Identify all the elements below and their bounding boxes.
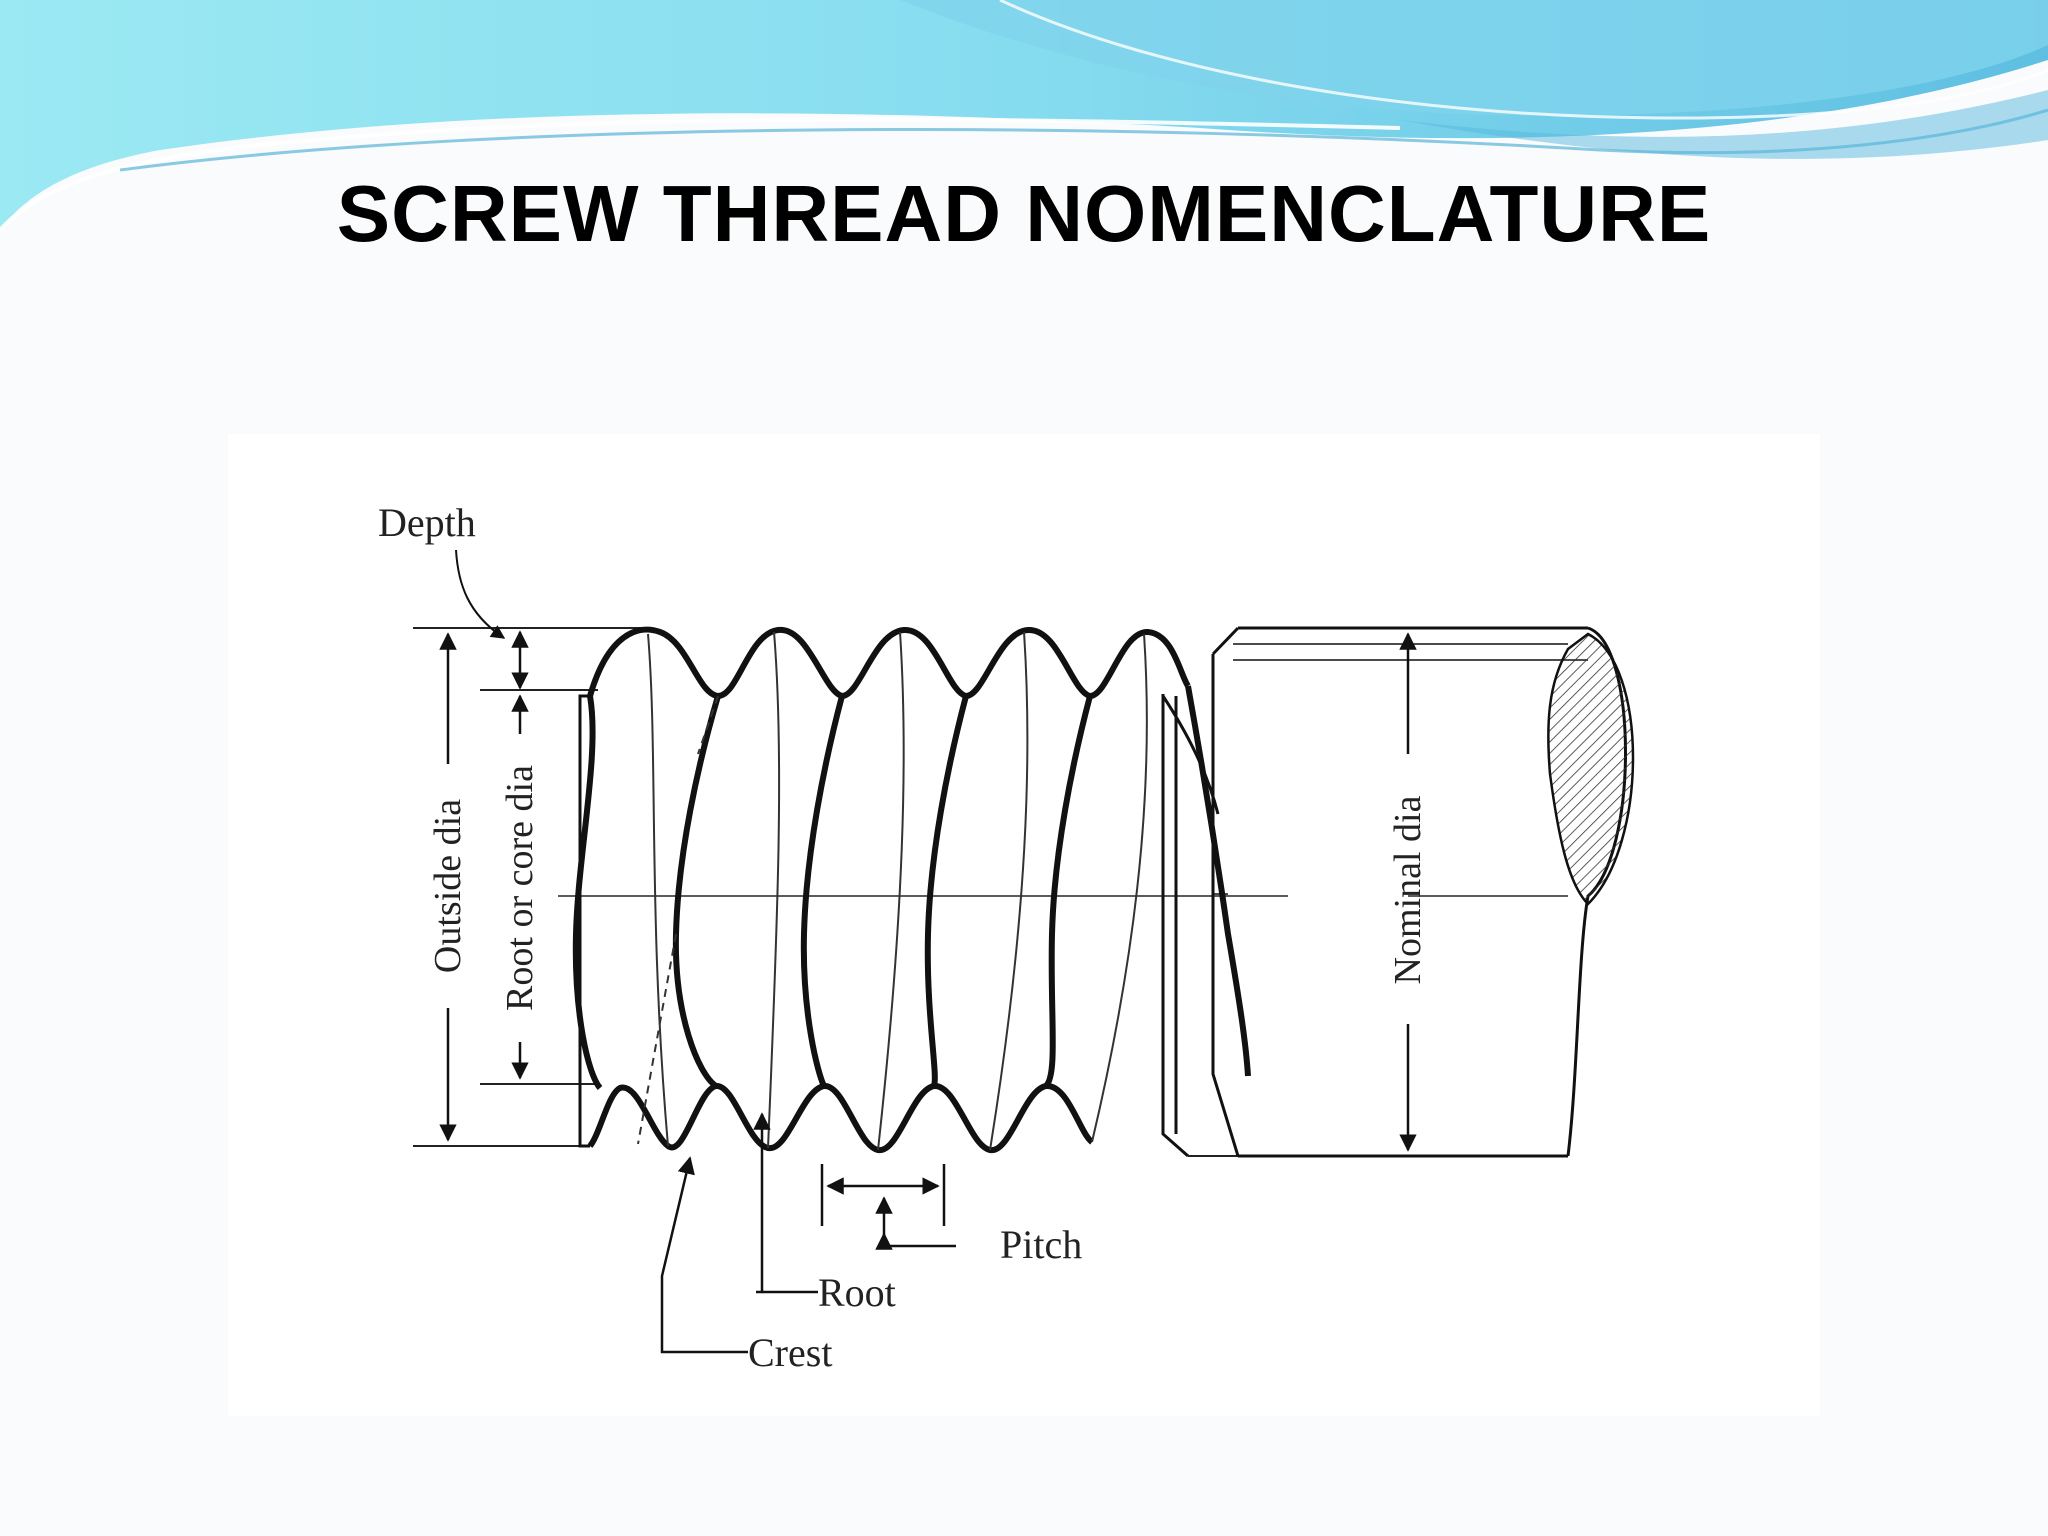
- depth-leader: [455, 549, 506, 639]
- pitch-dimension: [820, 1164, 956, 1250]
- helix-root-lines: [637, 631, 1148, 1151]
- label-depth: Depth: [378, 500, 476, 545]
- label-pitch: Pitch: [1000, 1222, 1082, 1267]
- thread-diagram-figure: Depth Outside dia Root or core dia Nomin…: [228, 434, 1820, 1416]
- helix-crest-lines: [572, 685, 1251, 1090]
- left-end-face: [578, 694, 590, 1148]
- thread-profile-top: [587, 626, 1191, 700]
- slide-title: SCREW THREAD NOMENCLATURE: [336, 169, 1712, 258]
- hatched-section: [1547, 632, 1635, 906]
- label-root: Root: [818, 1270, 896, 1315]
- screw-thread-diagram: Depth Outside dia Root or core dia Nomin…: [378, 500, 1635, 1375]
- label-root-or-core-dia: Root or core dia: [499, 765, 541, 1011]
- label-crest: Crest: [748, 1330, 832, 1375]
- label-nominal-dia: Nominal dia: [1387, 795, 1429, 984]
- thread-runout: [1161, 694, 1220, 1158]
- label-outside-dia: Outside dia: [427, 799, 469, 973]
- thread-profile-bottom: [587, 1083, 1095, 1153]
- crest-leader: [660, 1156, 748, 1354]
